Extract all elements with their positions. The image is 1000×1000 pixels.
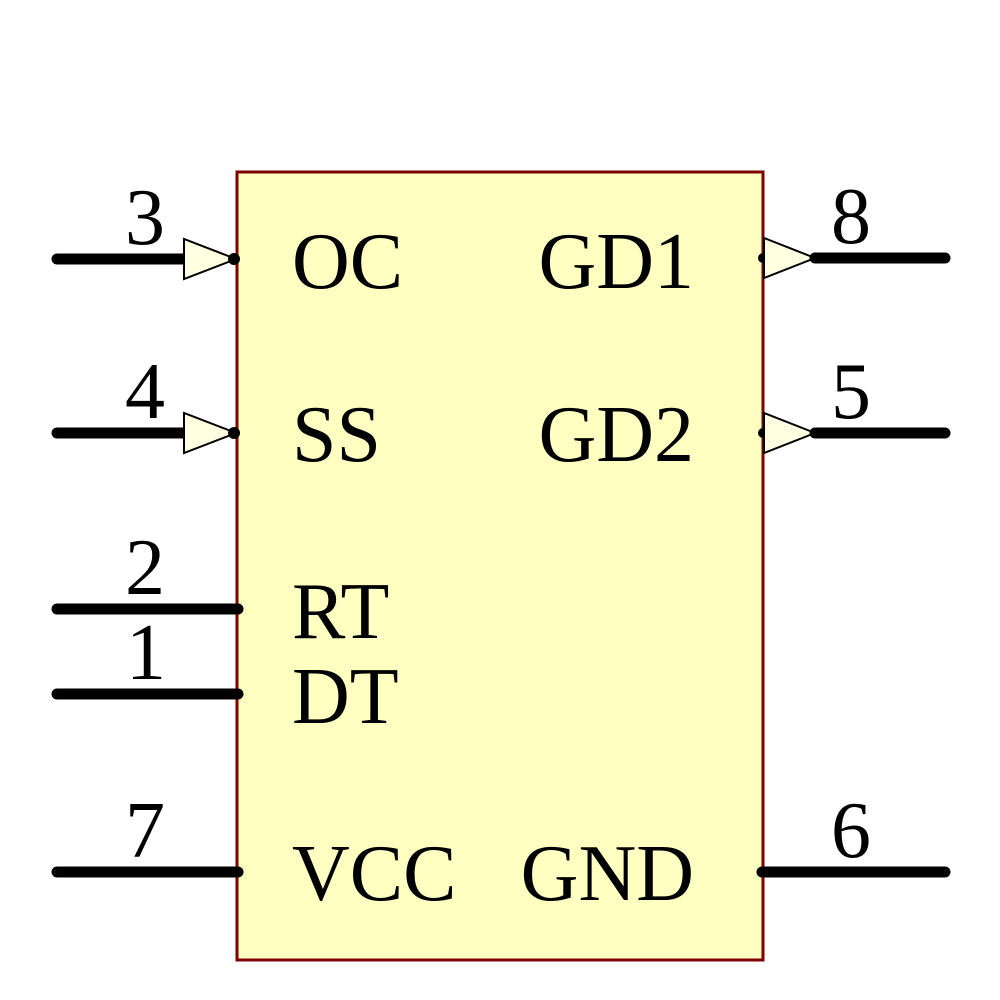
pin-label: VCC xyxy=(292,830,457,918)
pin-8-gd1[interactable]: 8 GD1 xyxy=(538,173,951,306)
pin-label: SS xyxy=(292,391,381,479)
pin-7-vcc[interactable]: 7 VCC xyxy=(51,787,457,918)
pin-connection-dot xyxy=(228,253,240,265)
ic-body[interactable] xyxy=(235,170,765,962)
pin-label: OC xyxy=(292,218,403,306)
pin-2-rt[interactable]: 2 RT xyxy=(51,524,389,656)
input-arrow-icon xyxy=(183,411,239,455)
pin-label: GD1 xyxy=(538,218,694,306)
pin-number: 2 xyxy=(125,524,165,612)
pin-number: 6 xyxy=(831,787,871,875)
pin-label: DT xyxy=(292,653,399,741)
pin-1-dt[interactable]: 1 DT xyxy=(51,609,399,741)
pin-number: 7 xyxy=(125,787,165,875)
pin-label: GND xyxy=(521,830,694,918)
pin-label: GD2 xyxy=(538,391,694,479)
pin-6-gnd[interactable]: 6 GND xyxy=(521,787,951,918)
pin-number: 1 xyxy=(126,609,166,697)
output-arrow-icon xyxy=(763,236,818,280)
input-arrow-icon xyxy=(183,237,239,281)
pin-connection-dot xyxy=(228,427,240,439)
output-arrow-icon xyxy=(763,411,818,455)
pin-number: 5 xyxy=(831,348,871,436)
pin-4-ss[interactable]: 4 SS xyxy=(51,348,381,479)
pin-number: 8 xyxy=(831,173,871,261)
pin-label: RT xyxy=(292,568,389,656)
pin-number: 4 xyxy=(125,348,165,436)
pin-5-gd2[interactable]: 5 GD2 xyxy=(538,348,951,479)
pin-3-oc[interactable]: 3 OC xyxy=(51,174,403,306)
pin-number: 3 xyxy=(125,174,165,262)
